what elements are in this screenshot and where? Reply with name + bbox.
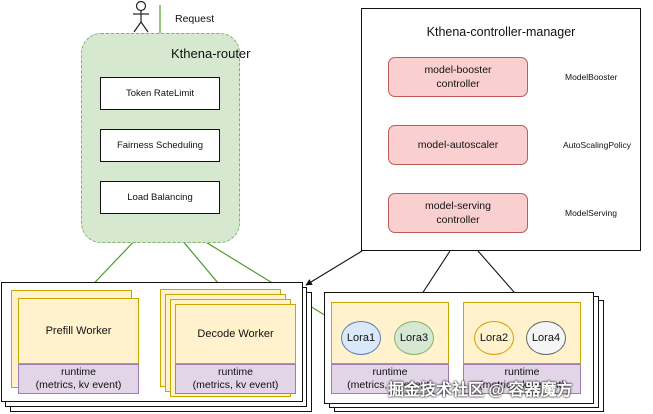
request-label: Request [175, 13, 215, 25]
model-booster-label-line2: controller [436, 78, 480, 90]
lora-b-runtime: runtime (metrics, kv event) [463, 364, 581, 394]
model-booster-controller: model-booster controller [388, 57, 528, 97]
model-booster-label-line1: model-booster [424, 64, 492, 76]
prefill-worker: Prefill Worker [18, 298, 139, 364]
lora4-adapter: Lora4 [526, 321, 566, 355]
prefill-runtime: runtime (metrics, kv event) [18, 364, 139, 394]
lora-a-runtime-line2: (metrics, kv event) [347, 379, 433, 391]
model-serving-label-line1: model-serving [425, 200, 491, 212]
model-serving-controller: model-serving controller [388, 193, 528, 233]
lora3-adapter: Lora3 [394, 321, 434, 355]
prefill-runtime-line2: (metrics, kv event) [35, 379, 122, 391]
watermark: 掘金技术社区 @ 容器魔方 [388, 382, 573, 399]
load-balancing-step: Load Balancing [100, 181, 220, 214]
decode-runtime: runtime (metrics, kv event) [175, 364, 296, 394]
prefill-worker-title: Prefill Worker [45, 325, 112, 337]
lora-a-runtime: runtime (metrics, kv event) [331, 364, 449, 394]
arrow-ctrl-to-lora-a [417, 250, 451, 301]
crd-modelbooster: ModelBooster [565, 72, 618, 82]
crd-modelserving: ModelServing [565, 208, 617, 218]
decode-runtime-line2: (metrics, kv event) [192, 379, 279, 391]
lora2-adapter: Lora2 [474, 321, 514, 355]
lora-b-runtime-line1: runtime [504, 366, 540, 378]
model-autoscaler: model-autoscaler [388, 125, 528, 165]
lora-b-runtime-line2: (metrics, kv event) [479, 379, 565, 391]
controller-manager-title: Kthena-controller-manager [426, 25, 576, 39]
arrow-ctrl-to-left-pool [305, 250, 363, 286]
token-ratelimit-step: Token RateLimit [100, 77, 220, 110]
model-autoscaler-label: model-autoscaler [417, 139, 499, 151]
crd-autoscalingpolicy: AutoScalingPolicy [563, 140, 632, 150]
arrow-ctrl-to-lora-b [477, 250, 522, 301]
lora1-adapter: Lora1 [341, 321, 381, 355]
router-title: Kthena-router [171, 46, 251, 61]
decode-runtime-line1: runtime [217, 366, 253, 378]
user-icon [133, 0, 149, 33]
decode-worker: Decode Worker [175, 304, 296, 364]
lora-a-runtime-line1: runtime [372, 366, 408, 378]
decode-worker-title: Decode Worker [197, 328, 274, 340]
prefill-runtime-line1: runtime [60, 366, 96, 378]
model-serving-label-line2: controller [436, 214, 480, 226]
fairness-scheduling-step: Fairness Scheduling [100, 129, 220, 162]
